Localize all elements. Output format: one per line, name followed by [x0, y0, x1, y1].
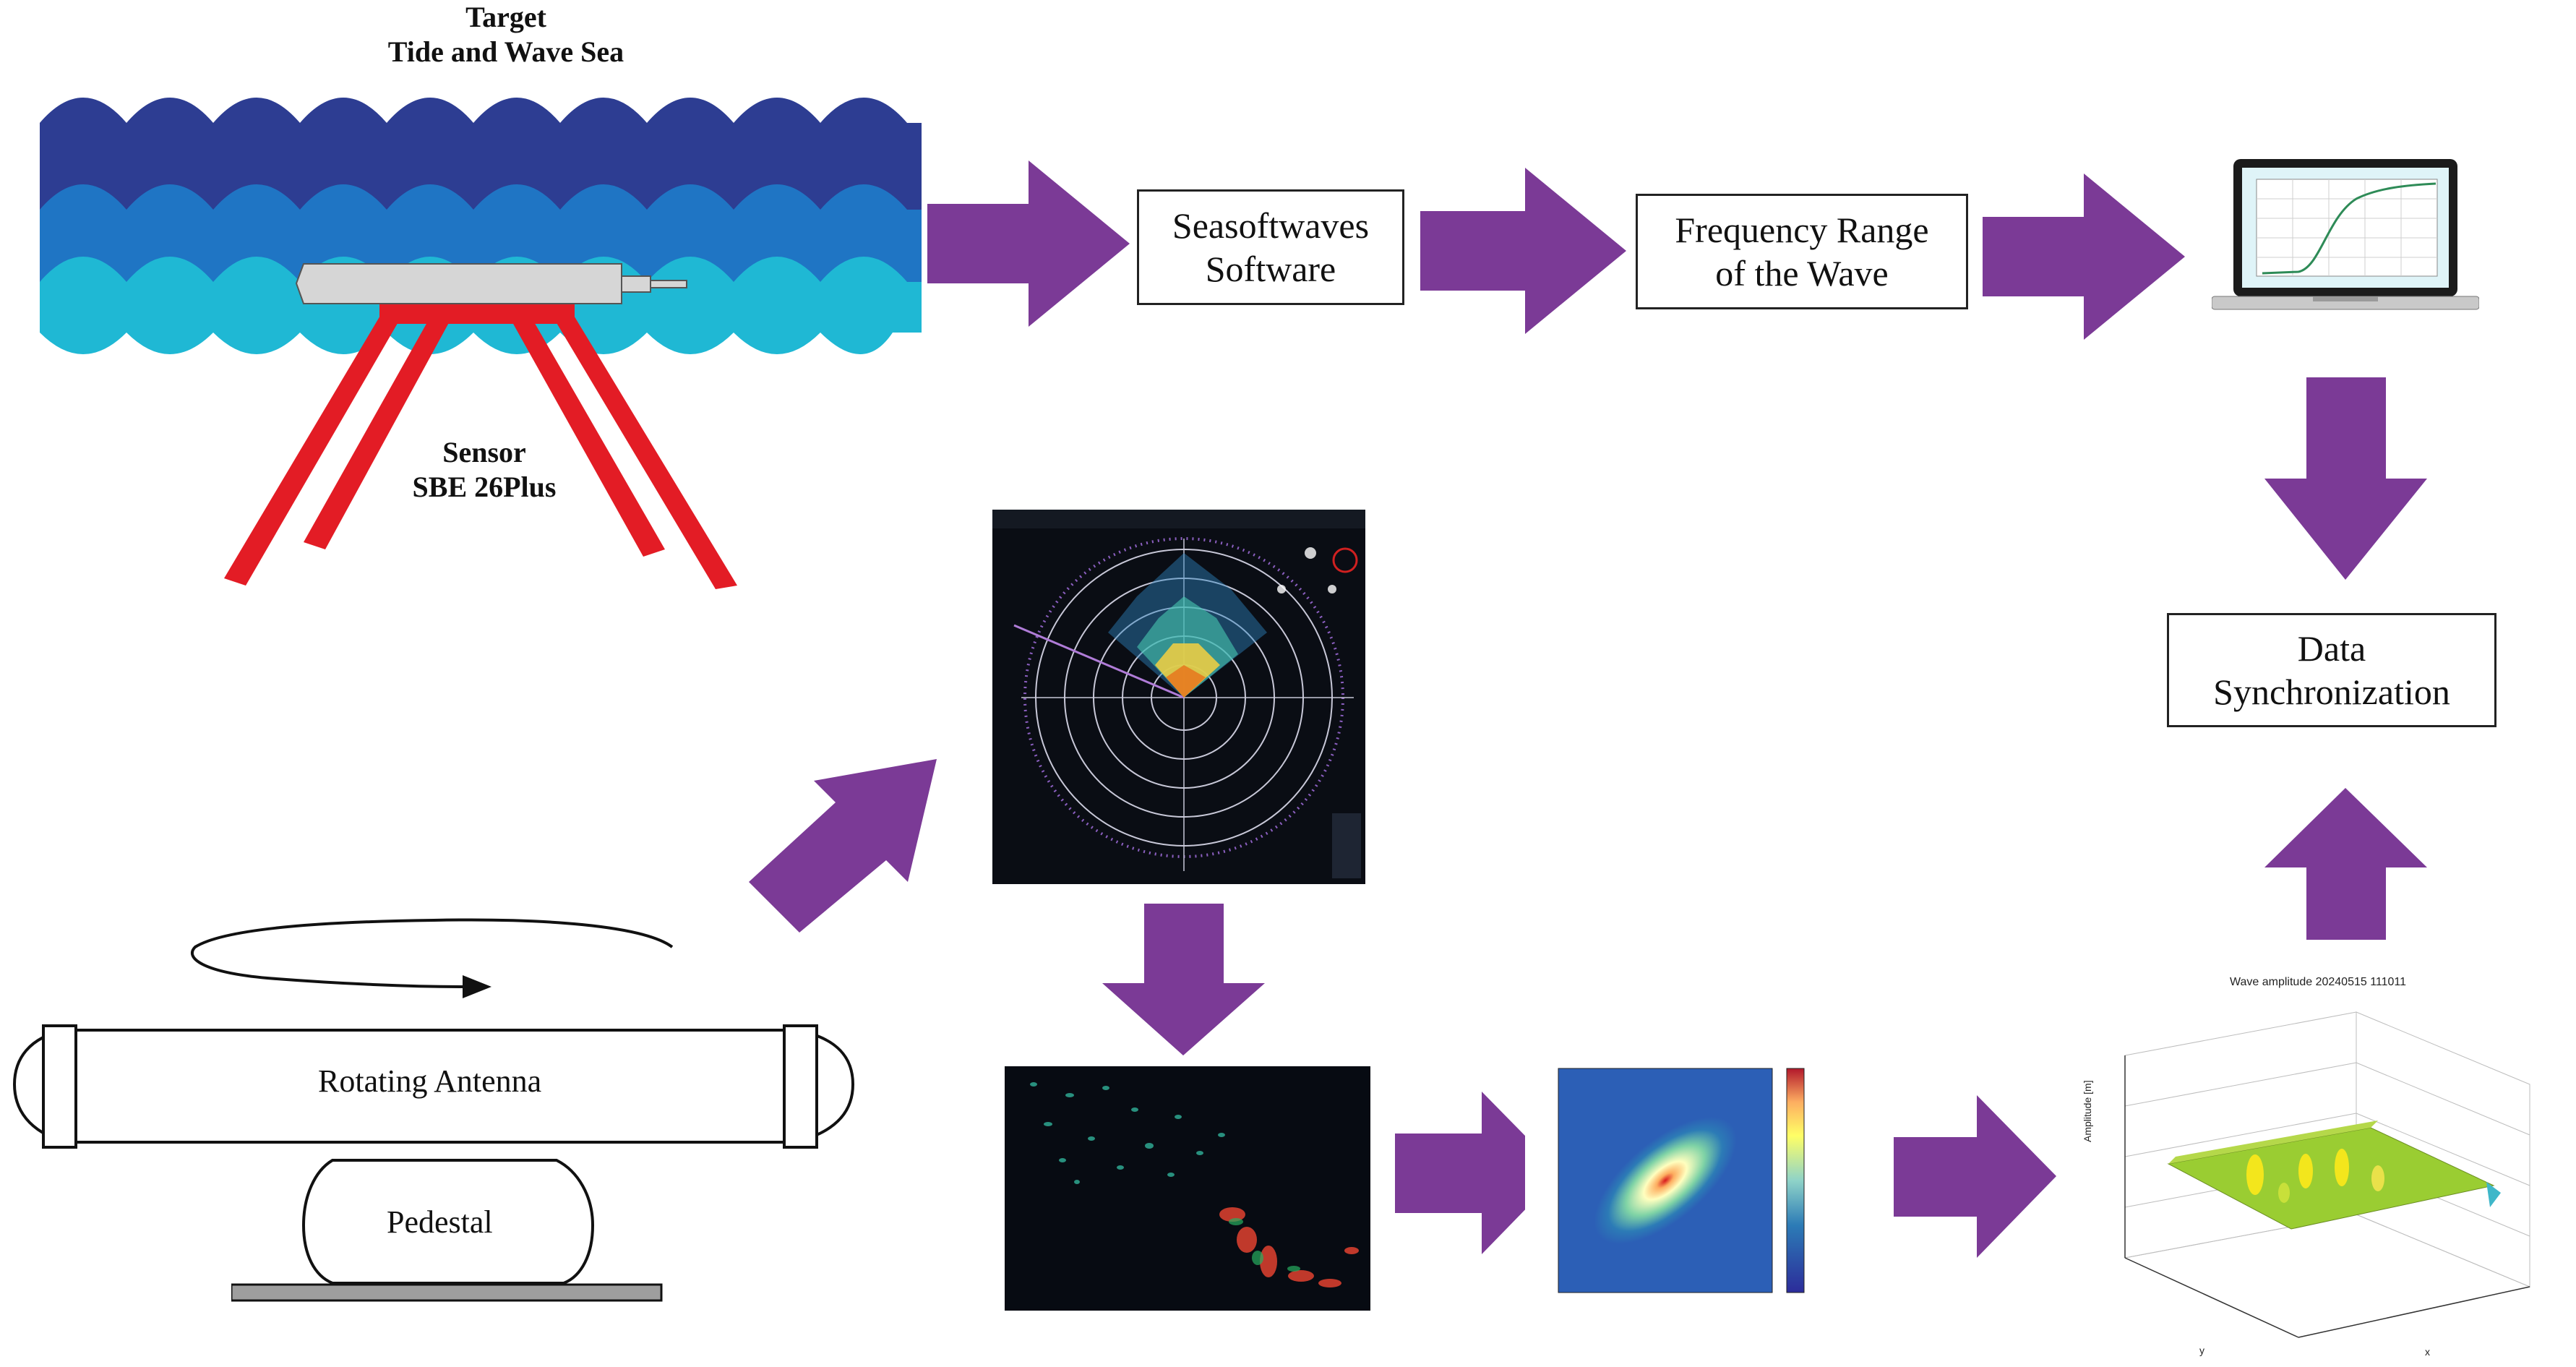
- radar-subimage: [1005, 1066, 1370, 1311]
- arrow-down-from-radar: [1102, 904, 1265, 1055]
- arrow-right-2: [1420, 168, 1626, 334]
- rotating-antenna: [12, 1024, 855, 1149]
- arrow-diag-to-radar: [749, 759, 937, 933]
- arrow-up-to-sync: [2264, 788, 2427, 940]
- box-seasoftwaves-software: Seasoftwaves Software: [1137, 189, 1404, 305]
- sensor-label: Sensor SBE 26Plus: [412, 436, 557, 503]
- arrow-down-to-sync: [2264, 377, 2427, 580]
- box-frequency-range: Frequency Range of the Wave: [1636, 194, 1968, 309]
- antenna-label: Rotating Antenna: [318, 1063, 542, 1099]
- arrow-right-bottom-1: [1395, 1092, 1561, 1254]
- sensor-sbe26plus: [224, 263, 737, 589]
- sea-label: Target Tide and Wave Sea: [387, 1, 624, 68]
- arrow-right-1: [927, 160, 1130, 327]
- laptop-icon: [2212, 159, 2479, 310]
- sensor-body: [295, 263, 687, 304]
- pedestal: [231, 1159, 663, 1302]
- rotation-arrow-icon: [190, 918, 674, 998]
- box-data-synchronization: Data Synchronization: [2167, 613, 2496, 727]
- wave-plot-ylabel: y: [2199, 1345, 2204, 1356]
- radar-display: [992, 510, 1365, 884]
- heatmap-panel: [1525, 1063, 1829, 1312]
- wave-surface: [2167, 1120, 2501, 1230]
- wave-plot-title: Wave amplitude 20240515 111011: [2230, 976, 2407, 988]
- radar-echo-cluster: [1108, 553, 1267, 698]
- wave-plot-zlabel: Amplitude [m]: [2082, 1080, 2093, 1142]
- pedestal-label: Pedestal: [387, 1204, 493, 1240]
- arrow-right-3: [1983, 173, 2185, 340]
- wave-plot-xlabel: x: [2425, 1346, 2430, 1358]
- sensor-legs: [224, 304, 737, 589]
- wave-amplitude-3d-plot: [2124, 1011, 2531, 1338]
- arrow-right-bottom-2: [1894, 1095, 2056, 1258]
